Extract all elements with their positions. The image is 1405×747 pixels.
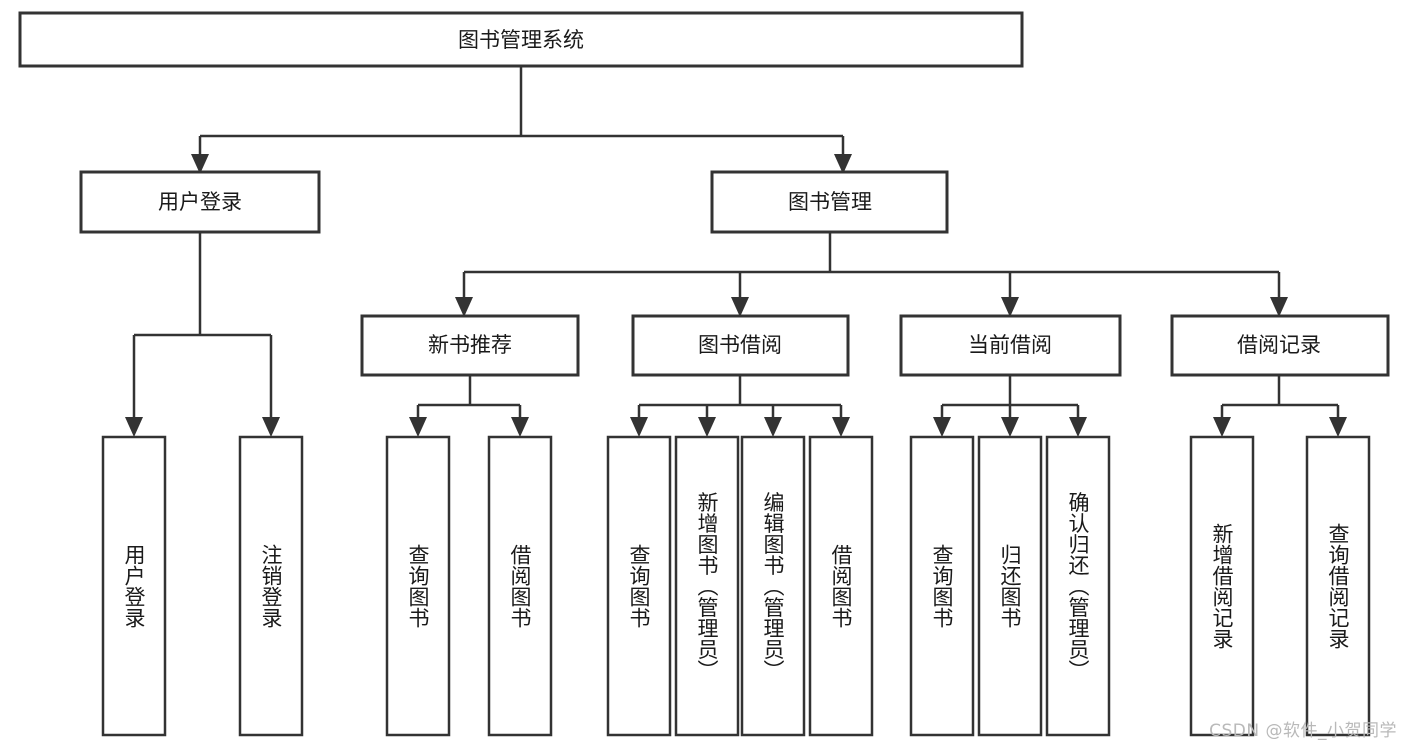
leaf-nb-query-book-label: 查询图书: [406, 544, 430, 628]
connector-new-book-to-leaves: [416, 375, 522, 418]
arrow-to-leaf-bw-query: [630, 417, 648, 437]
connector-current-borrow-to-leaves: [940, 375, 1080, 418]
arrow-to-new-book: [455, 297, 473, 317]
arrow-to-leaf-cb-return: [1001, 417, 1019, 437]
node-user-login-label: 用户登录: [158, 190, 242, 214]
leaf-nb-query-book[interactable]: 查询图书: [385, 435, 451, 737]
leaf-bw-edit-book-label: 编辑图书（管理员）: [761, 492, 785, 681]
arrow-to-leaf-bw-borrow: [832, 417, 850, 437]
leaf-nb-borrow-book-label: 借阅图书: [508, 544, 532, 628]
connector-borrow-record-to-leaves: [1220, 375, 1340, 418]
leaf-rc-add-record[interactable]: 新增借阅记录: [1189, 435, 1255, 737]
connector-book-manage-to-level2: [462, 232, 1281, 298]
arrow-to-leaf-cb-confirm: [1069, 417, 1087, 437]
leaf-cb-return-book-label: 归还图书: [998, 544, 1022, 628]
leaf-bw-borrow-book[interactable]: 借阅图书: [808, 435, 874, 737]
arrow-to-leaf-rc-add: [1213, 417, 1231, 437]
arrow-to-borrow-record: [1270, 297, 1288, 317]
node-book-borrow[interactable]: 图书借阅: [631, 314, 850, 377]
node-book-manage[interactable]: 图书管理: [710, 170, 949, 234]
leaf-bw-edit-book[interactable]: 编辑图书（管理员）: [740, 435, 806, 737]
leaf-cb-confirm-return[interactable]: 确认归还（管理员）: [1045, 435, 1111, 737]
node-new-book-recommend[interactable]: 新书推荐: [360, 314, 580, 377]
node-current-borrow-label: 当前借阅: [968, 333, 1052, 357]
connector-book-borrow-to-leaves: [637, 375, 843, 418]
leaf-logout[interactable]: 注销登录: [238, 435, 304, 737]
arrow-to-leaf-nb-borrow: [511, 417, 529, 437]
node-new-book-recommend-label: 新书推荐: [428, 333, 512, 357]
arrow-to-leaf-cb-query: [933, 417, 951, 437]
leaf-bw-add-book-label: 新增图书（管理员）: [695, 492, 719, 681]
connector-user-login-to-leaves: [132, 232, 273, 418]
arrow-to-leaf-nb-query: [409, 417, 427, 437]
node-book-borrow-label: 图书借阅: [698, 333, 782, 357]
arrow-to-leaf-user-login: [125, 417, 143, 437]
leaf-bw-query-book[interactable]: 查询图书: [606, 435, 672, 737]
leaf-cb-query-book-label: 查询图书: [930, 544, 954, 628]
node-root[interactable]: 图书管理系统: [18, 11, 1024, 68]
arrow-to-leaf-rc-query: [1329, 417, 1347, 437]
node-root-label: 图书管理系统: [458, 28, 584, 52]
arrow-to-leaf-bw-edit: [764, 417, 782, 437]
leaf-logout-label: 注销登录: [259, 544, 283, 628]
node-borrow-record-label: 借阅记录: [1237, 333, 1321, 357]
node-user-login[interactable]: 用户登录: [79, 170, 321, 234]
leaf-bw-borrow-book-label: 借阅图书: [829, 544, 853, 628]
arrow-to-current-borrow: [1001, 297, 1019, 317]
arrow-to-leaf-logout: [262, 417, 280, 437]
leaf-rc-add-record-label: 新增借阅记录: [1210, 523, 1234, 649]
node-borrow-record[interactable]: 借阅记录: [1170, 314, 1390, 377]
connector-root-to-level1: [198, 66, 845, 156]
leaf-user-login[interactable]: 用户登录: [101, 435, 167, 737]
leaf-cb-query-book[interactable]: 查询图书: [909, 435, 975, 737]
leaf-bw-query-book-label: 查询图书: [627, 544, 651, 628]
arrow-to-book-borrow: [731, 297, 749, 317]
leaf-cb-confirm-return-label: 确认归还（管理员）: [1066, 492, 1090, 681]
node-current-borrow[interactable]: 当前借阅: [899, 314, 1122, 377]
leaf-user-login-label: 用户登录: [122, 544, 146, 628]
csdn-watermark: CSDN @软件_小贺同学: [1209, 721, 1397, 741]
leaf-rc-query-record-label: 查询借阅记录: [1326, 523, 1350, 649]
leaf-rc-query-record[interactable]: 查询借阅记录: [1305, 435, 1371, 737]
arrow-to-leaf-bw-add: [698, 417, 716, 437]
leaf-cb-return-book[interactable]: 归还图书: [977, 435, 1043, 737]
node-book-manage-label: 图书管理: [788, 190, 872, 214]
leaf-nb-borrow-book[interactable]: 借阅图书: [487, 435, 553, 737]
leaf-bw-add-book[interactable]: 新增图书（管理员）: [674, 435, 740, 737]
